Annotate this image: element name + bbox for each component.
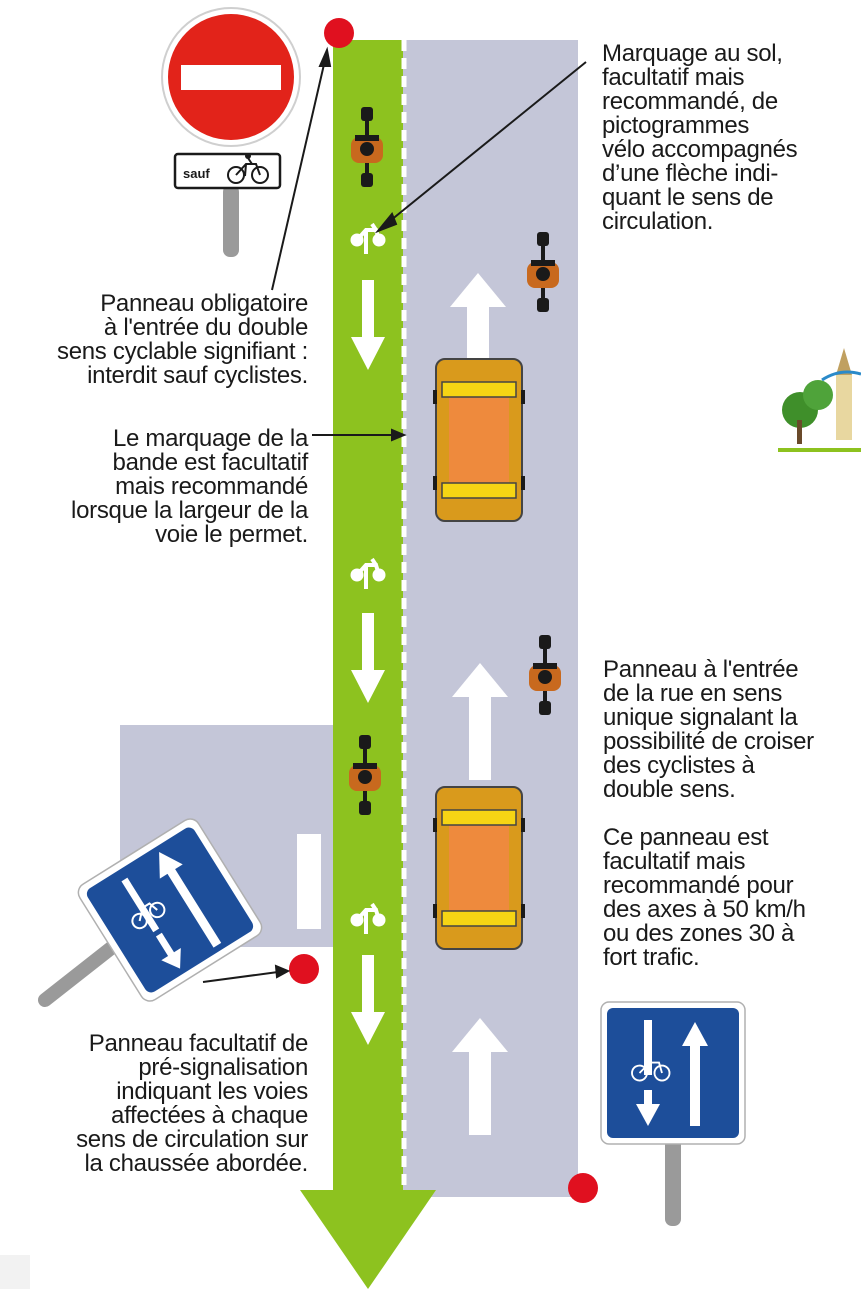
sign-location-marker	[289, 954, 319, 984]
callout-lines	[202, 46, 587, 983]
annotation-mandatory-sign: Panneau obligatoire à l'entrée du double…	[57, 290, 308, 389]
annotation-ground-marking: Marquage au sol, facultatif mais recomma…	[602, 40, 798, 235]
no-entry-sign-icon: sauf	[161, 7, 301, 257]
village-logo-icon	[778, 348, 861, 452]
annotation-entry-sign-optional: Ce panneau est facultatif mais recommand…	[603, 824, 806, 971]
bike-lane-arrow-tip	[300, 1190, 436, 1289]
presignal-sign-icon	[38, 818, 263, 1007]
corner-mark	[0, 1255, 30, 1289]
two-way-cycle-sign-icon	[600, 1001, 746, 1226]
annotation-entry-sign: Panneau à l'entrée de la rue en sens uni…	[603, 656, 814, 803]
sign-location-marker	[324, 18, 354, 48]
car-icon	[432, 786, 526, 950]
annotation-presignal: Panneau facultatif de pré-signalisation …	[76, 1030, 308, 1177]
annotation-lane-marking: Le marquage de la bande est facultatif m…	[71, 425, 308, 548]
sign-sauf-label: sauf	[183, 166, 210, 181]
one-way-roadway	[400, 40, 578, 1197]
stop-line-marking	[297, 834, 321, 929]
sign-location-marker	[568, 1173, 598, 1203]
car-icon	[432, 358, 526, 522]
